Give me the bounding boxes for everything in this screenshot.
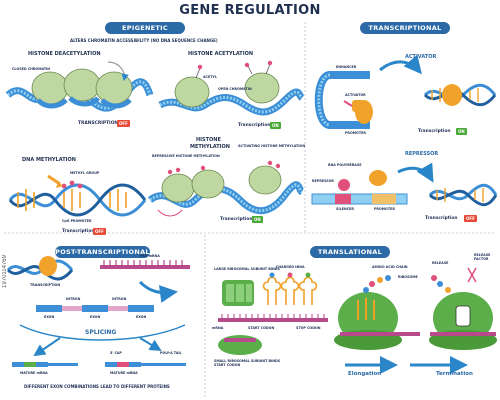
rna-polymerase-label: RNA POLYMERASE — [328, 163, 362, 167]
histone-methylation-status-badge: ON — [252, 216, 263, 223]
pre-mrna-strand — [100, 260, 190, 269]
intron-label-1: INTRON — [66, 297, 81, 301]
small-subunit-label: SMALL RIBOSOMAL SUBUNIT BINDS START CODO… — [214, 359, 281, 367]
deacetylation-transcription-label: TRANSCRIPTION — [78, 121, 119, 126]
histone-deacetylation-title: HISTONE DEACETYLATION — [28, 51, 101, 57]
stock-id-watermark: 1970114769 — [2, 255, 8, 288]
activator-title: ACTIVATOR — [405, 54, 437, 60]
histone-methylation-title-2: METHYLATION — [190, 144, 230, 150]
repressor-title: REPRESSOR — [405, 151, 439, 157]
large-subunit-label: LARGE RIBOSOMAL SUBUNIT BINDS — [214, 267, 280, 271]
enhancer-label: ENHANCER — [336, 65, 357, 69]
ribosome-label: RIBOSOME — [398, 275, 418, 279]
repressor-status-badge: OFF — [464, 215, 477, 222]
transcription-label: TRANSCRIPTION — [30, 283, 61, 287]
page-title: GENE REGULATION — [179, 3, 321, 18]
splicing-label: SPLICING — [85, 329, 117, 336]
dna-methylation-helix — [8, 174, 147, 217]
epigenetic-subtitle: ALTERS CHROMATIN ACCESSIBILITY (NO DNA S… — [70, 38, 218, 43]
termination-label: Termination — [436, 371, 473, 377]
post-transcriptional-footer: DIFFERENT EXON COMBINATIONS LEAD TO DIFF… — [24, 384, 170, 389]
open-chromatin-graphic — [158, 60, 305, 116]
termination-ribosome — [429, 267, 497, 350]
methylation-transcription-label: Transcription — [62, 229, 95, 234]
mature-mrna-label-2: MATURE mRNA — [110, 371, 138, 375]
intron-label-2: INTRON — [112, 297, 127, 301]
histone-methylation-graphic — [147, 160, 305, 217]
mrna-label: mRNA — [212, 326, 224, 330]
release-factor-label: RELEASE FACTOR — [474, 253, 491, 261]
panel-dividers — [4, 22, 496, 398]
open-chromatin-label: OPEN CHROMATIN — [218, 87, 252, 91]
acetylation-transcription-label: Transcription — [238, 123, 271, 128]
repressor-transcription-label: Transcription — [425, 216, 458, 221]
epigenetic-header: EPIGENETIC — [105, 22, 185, 34]
methylation-status-badge: OFF — [93, 228, 106, 235]
release-label: RELEASE — [432, 261, 449, 265]
mature-mrna-label-1: MATURE mRNA — [20, 371, 48, 375]
acetylation-status-badge: ON — [270, 122, 281, 129]
silencer-label: SILENCER — [336, 207, 354, 211]
mrna-strand — [218, 314, 328, 322]
histone-methylation-title-1: HISTONE — [196, 137, 221, 143]
acetyl-label: ACETYL — [203, 75, 217, 79]
translational-graphic — [218, 267, 497, 374]
activator-graphic — [314, 54, 497, 129]
charged-trna-label: CHARGED tRNA — [276, 265, 305, 269]
small-subunit — [218, 335, 262, 355]
promoter-label-2: PROMOTER — [374, 207, 395, 211]
elongation-label: Elongation — [348, 371, 382, 377]
translational-header: TRANSLATIONAL — [310, 246, 390, 258]
closed-chromatin-label: CLOSED CHROMATIN — [12, 67, 51, 71]
pre-mrna-label: PRE-mRNA — [140, 254, 160, 258]
histone-acetylation-title: HISTONE ACETYLATION — [188, 51, 254, 57]
cpg-promoter-label: CpG PROMOTER — [62, 219, 92, 223]
closed-chromatin-graphic — [5, 61, 154, 112]
amino-acid-chain-label: AMINO ACID CHAIN — [372, 265, 408, 269]
mature-mrna-left — [12, 362, 78, 367]
mature-mrna-right — [105, 362, 186, 367]
polya-label: POLY-A TAIL — [160, 351, 182, 355]
elongation-ribosome — [334, 275, 420, 350]
exon-label-3: EXON — [136, 315, 147, 319]
dna-methylation-title: DNA METHYLATION — [22, 157, 76, 163]
promoter-label: PROMOTER — [345, 131, 366, 135]
exon-label-2: EXON — [90, 315, 101, 319]
methyl-group-label: METHYL GROUP — [70, 171, 100, 175]
activator-status-badge: ON — [456, 128, 467, 135]
post-transcriptional-graphic — [6, 256, 190, 367]
trna-molecules — [262, 276, 318, 305]
activator-label: ACTIVATOR — [345, 93, 366, 97]
large-subunit — [222, 280, 254, 306]
repressive-methylation-label: REPRESSIVE HISTONE METHYLATION — [152, 154, 220, 158]
stop-codon-label: STOP CODON — [296, 326, 321, 330]
histone-methylation-transcription-label: Transcription — [220, 217, 253, 222]
post-transcriptional-header: POST-TRANSCRIPTIONAL — [55, 246, 150, 258]
repressor-graphic — [311, 162, 498, 207]
cap-label: 5' CAP — [110, 351, 122, 355]
activating-methylation-label: ACTIVATING HISTONE METHYLATION — [238, 144, 306, 148]
activator-transcription-label: Transcription — [418, 129, 451, 134]
exon-label-1: EXON — [44, 315, 55, 319]
start-codon-label: START CODON — [248, 326, 275, 330]
transcriptional-header: TRANSCRIPTIONAL — [360, 22, 450, 34]
repressor-label: REPRESSOR — [312, 179, 334, 183]
exon-intron-strand — [36, 305, 154, 312]
deacetylation-status-badge: OFF — [117, 120, 130, 127]
